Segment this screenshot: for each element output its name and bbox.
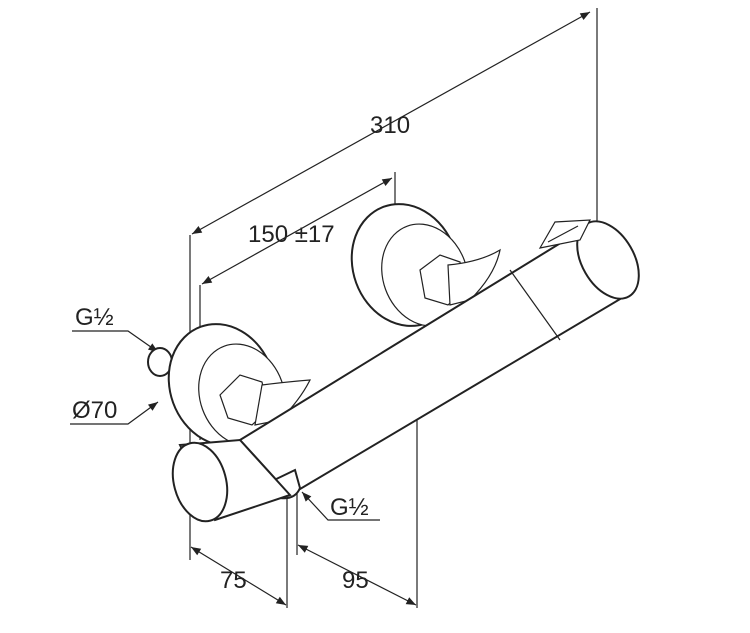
label-inlet-thread: G½	[75, 304, 114, 331]
leader-flange	[70, 401, 159, 425]
leader-outlet	[301, 491, 380, 521]
dim-line-75	[190, 546, 287, 606]
leader-inlet	[72, 330, 159, 353]
dim-line-95	[297, 544, 417, 606]
mixer-body	[171, 219, 640, 523]
label-flange-diameter: Ø70	[72, 397, 117, 424]
label-outlet-thread: G½	[330, 494, 369, 521]
dim-label-150: 150 ±17	[248, 221, 335, 248]
dim-label-95: 95	[342, 567, 369, 594]
rear-wall-flange	[350, 203, 501, 327]
dim-label-75: 75	[220, 567, 247, 594]
dim-label-310: 310	[370, 112, 410, 139]
dim-line-150	[201, 177, 393, 285]
